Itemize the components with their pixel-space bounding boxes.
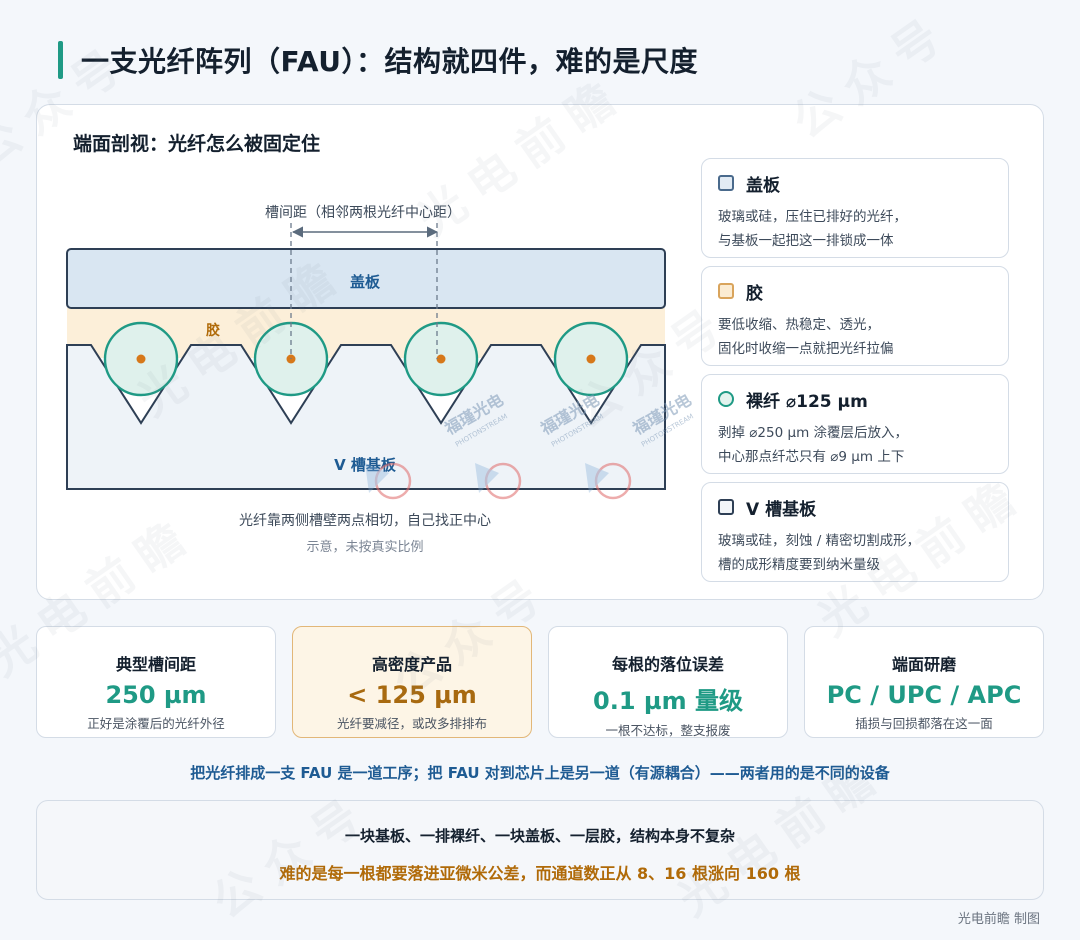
legend-card-fiber: 裸纤 ⌀125 µm 剥掉 ⌀250 µm 涂覆层后放入， 中心那点纤芯只有 ⌀…: [701, 374, 1009, 474]
summary-structure: 一块基板、一排裸纤、一块盖板、一层胶，结构本身不复杂: [344, 827, 735, 845]
section-heading: 端面剖视：光纤怎么被固定住: [73, 133, 321, 155]
stat-value: 0.1 µm 量级: [593, 687, 743, 715]
fiber-core: [586, 354, 596, 364]
page-title: 一支光纤阵列（FAU）：结构就四件，难的是尺度: [81, 45, 698, 78]
stat-value: < 125 µm: [347, 681, 477, 709]
stat-note: 光纤要减径，或改多排排布: [336, 716, 487, 731]
stat-note: 正好是涂覆后的光纤外径: [87, 716, 225, 731]
legend-description: 玻璃或硅，压住已排好的光纤， 与基板一起把这一排锁成一体: [718, 209, 907, 249]
page-title-bar: 一支光纤阵列（FAU）：结构就四件，难的是尺度: [58, 40, 698, 80]
fiber-core: [136, 354, 146, 364]
substrate-swatch-icon: [718, 499, 734, 515]
fiber-3: [403, 321, 479, 397]
cross-section-panel: 端面剖视：光纤怎么被固定住 槽间距（相邻两根光纤中心距） 盖板 胶: [36, 104, 1044, 600]
legend-card-substrate: V 槽基板 玻璃或硅，刻蚀 / 精密切割成形， 槽的成形精度要到纳米量级: [701, 482, 1009, 582]
legend-description: 要低收缩、热稳定、透光， 固化时收缩一点就把光纤拉偏: [718, 317, 894, 357]
glue-label: 胶: [206, 322, 220, 339]
cover-swatch-icon: [718, 175, 734, 191]
legend-card-cover: 盖板 玻璃或硅，压住已排好的光纤， 与基板一起把这一排锁成一体: [701, 158, 1009, 258]
process-banner: 把光纤排成一支 FAU 是一道工序；把 FAU 对到芯片上是另一道（有源耦合）—…: [190, 764, 890, 782]
cover-label: 盖板: [350, 273, 381, 291]
stat-card-high-density: 高密度产品 < 125 µm 光纤要减径，或改多排排布: [292, 626, 532, 738]
footer-credit: 光电前瞻 制图: [957, 912, 1040, 927]
stat-label: 端面研磨: [891, 655, 956, 674]
stat-card-pitch: 典型槽间距 250 µm 正好是涂覆后的光纤外径: [36, 626, 276, 738]
diagram-scale-note: 示意，未按真实比例: [306, 539, 423, 555]
stat-note: 插损与回损都落在这一面: [855, 716, 993, 731]
glue-swatch-icon: [718, 283, 734, 299]
stat-card-polishing: 端面研磨 PC / UPC / APC 插损与回损都落在这一面: [804, 626, 1044, 738]
fiber-swatch-icon: [718, 391, 734, 407]
summary-panel: 一块基板、一排裸纤、一块盖板、一层胶，结构本身不复杂 难的是每一根都要落进亚微米…: [36, 800, 1044, 900]
fiber-core: [436, 354, 446, 364]
legend-title: 裸纤 ⌀125 µm: [746, 391, 868, 412]
stat-note: 一根不达标，整支报废: [605, 723, 731, 738]
pitch-label: 槽间距（相邻两根光纤中心距）: [265, 205, 461, 221]
diagram-caption: 光纤靠两侧槽壁两点相切，自己找正中心: [239, 513, 491, 529]
cover-plate: [66, 248, 666, 309]
stat-value: 250 µm: [105, 681, 207, 709]
legend-title: V 槽基板: [746, 499, 817, 520]
legend-description: 玻璃或硅，刻蚀 / 精密切割成形， 槽的成形精度要到纳米量级: [718, 533, 921, 573]
fiber-4: [553, 321, 629, 397]
stat-label: 高密度产品: [371, 655, 452, 674]
title-accent-bar: [58, 41, 63, 79]
legend-title: 盖板: [746, 175, 780, 196]
stat-value: PC / UPC / APC: [826, 681, 1022, 709]
fau-cross-section-diagram: 槽间距（相邻两根光纤中心距） 盖板 胶: [66, 205, 695, 555]
legend-card-glue: 胶 要低收缩、热稳定、透光， 固化时收缩一点就把光纤拉偏: [701, 266, 1009, 366]
legend-description: 剥掉 ⌀250 µm 涂覆层后放入， 中心那点纤芯只有 ⌀9 µm 上下: [718, 425, 909, 465]
stat-label: 每根的落位误差: [611, 655, 724, 674]
stat-label: 典型槽间距: [115, 655, 196, 674]
summary-difficulty: 难的是每一根都要落进亚微米公差，而通道数正从 8、16 根涨向 160 根: [279, 864, 801, 883]
legend-title: 胶: [746, 283, 763, 304]
stat-card-placement-error: 每根的落位误差 0.1 µm 量级 一根不达标，整支报废: [548, 626, 788, 738]
fiber-1: [103, 321, 179, 397]
